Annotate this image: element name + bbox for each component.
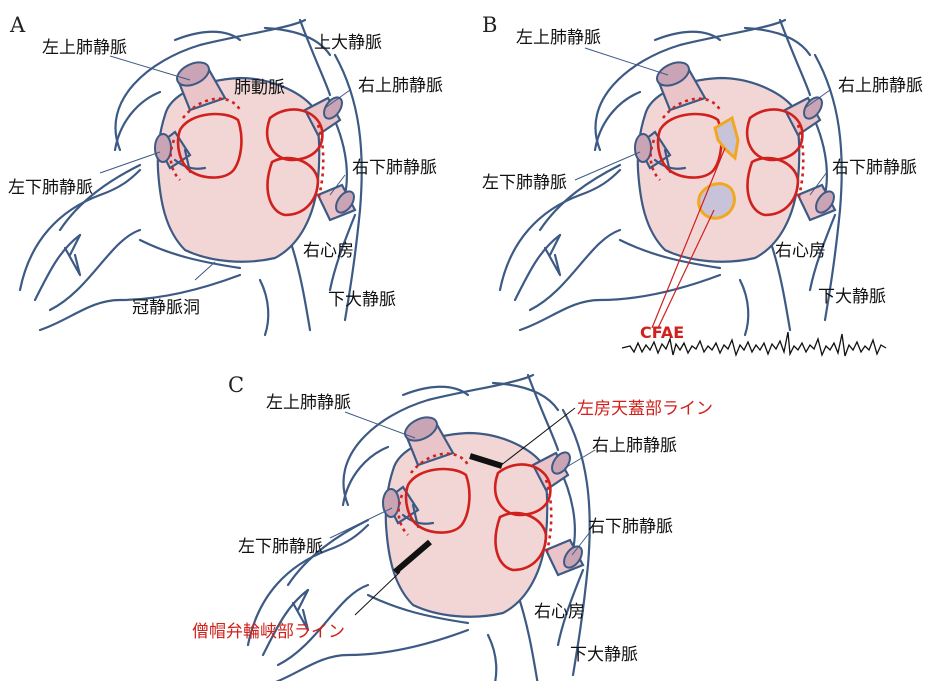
label-superior-vena-cava-a: 上大静脈 <box>314 33 382 53</box>
label-right-atrium-a: 右心房 <box>303 241 354 261</box>
label-right-atrium-b: 右心房 <box>775 241 826 261</box>
label-right-superior-pv-b: 右上肺静脈 <box>838 76 923 96</box>
label-right-superior-pv-a: 右上肺静脈 <box>358 76 443 96</box>
label-left-superior-pv-c: 左上肺静脈 <box>266 393 351 413</box>
label-right-atrium-c: 右心房 <box>534 602 585 622</box>
label-coronary-sinus-a: 冠静脈洞 <box>132 298 200 318</box>
label-right-superior-pv-c: 右上肺静脈 <box>592 436 677 456</box>
panel-a-letter: A <box>9 13 26 37</box>
label-pulmonary-artery-a: 肺動脈 <box>234 78 285 98</box>
panel-c: C 左上肺静脈 左房天蓋部ライン 右上肺静脈 左下肺静脈 右下肺静脈 僧帽弁輪峡… <box>192 373 713 681</box>
label-inferior-vena-cava-a: 下大静脈 <box>328 290 396 310</box>
label-inferior-vena-cava-c: 下大静脈 <box>570 645 638 665</box>
label-left-inferior-pv-c: 左下肺静脈 <box>238 537 323 557</box>
panel-a: A 左上肺静脈 上大静脈 肺動脈 右上肺静脈 左下肺静脈 右下肺静脈 右心房 冠… <box>8 13 443 335</box>
label-mitral-isthmus-line: 僧帽弁輪峡部ライン <box>192 622 345 642</box>
label-right-inferior-pv-c: 右下肺静脈 <box>588 517 673 537</box>
label-left-superior-pv-b: 左上肺静脈 <box>516 28 601 48</box>
label-right-inferior-pv-b: 右下肺静脈 <box>832 158 917 178</box>
label-inferior-vena-cava-b: 下大静脈 <box>818 287 886 307</box>
label-cfae: CFAE <box>640 323 684 342</box>
label-right-inferior-pv-a: 右下肺静脈 <box>352 158 437 178</box>
label-left-inferior-pv-a: 左下肺静脈 <box>8 178 93 198</box>
panel-c-letter: C <box>228 373 244 397</box>
panel-b: B 左上肺静脈 右上肺静脈 左下肺静脈 右下肺静脈 右心房 下大静脈 CFAE <box>482 13 923 356</box>
label-left-inferior-pv-b: 左下肺静脈 <box>482 173 567 193</box>
panel-b-letter: B <box>482 13 497 37</box>
label-roof-line: 左房天蓋部ライン <box>577 399 713 419</box>
label-left-superior-pv-a: 左上肺静脈 <box>42 38 127 58</box>
